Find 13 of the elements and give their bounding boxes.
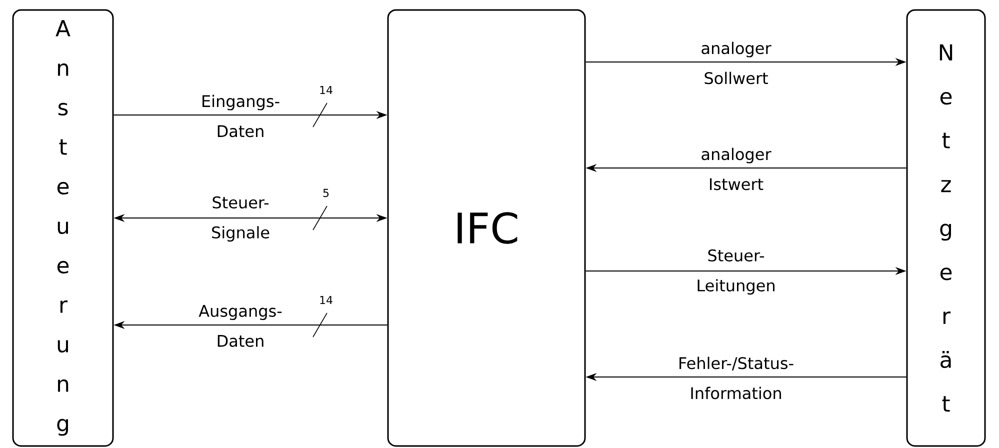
block-box: Netzgerät	[906, 9, 986, 447]
bus-width-label: 5	[323, 188, 329, 198]
edge-label: analoger Sollwert	[702, 42, 772, 84]
bus-width-label: 14	[320, 296, 332, 304]
edge-label: analoger Istwert	[702, 148, 772, 190]
edge-label: Steuer- Leitungen	[698, 249, 774, 295]
block-box: IFC	[387, 9, 586, 447]
block-box: Ansteuerung	[12, 9, 114, 447]
bus-width-label: 14	[320, 86, 332, 94]
edge-label: Eingangs- Daten	[202, 94, 280, 138]
edge-label: Fehler-/Status- Information	[680, 356, 794, 400]
edge-label: Steuer- Signale	[212, 196, 270, 242]
edge-label: Ausgangs- Daten	[198, 305, 282, 347]
